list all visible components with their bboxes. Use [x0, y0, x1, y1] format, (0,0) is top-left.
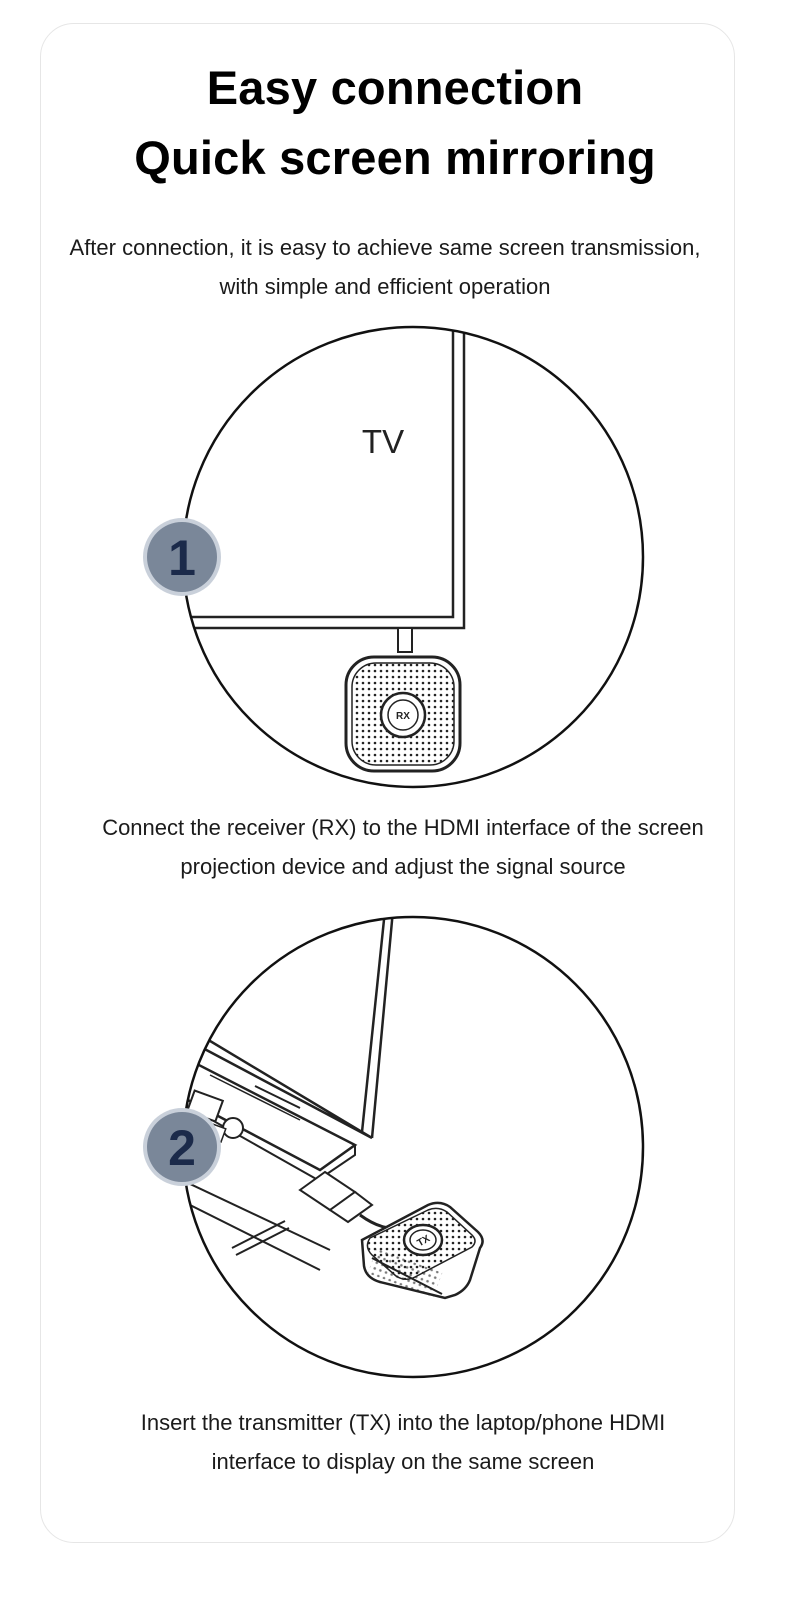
heading-line-1: Easy connection — [206, 61, 584, 114]
step2-circle-frame — [181, 915, 645, 1379]
step2-illustration: TX 2 — [143, 915, 645, 1379]
step1-number-badge: 1 — [143, 518, 221, 596]
step1-line-2: projection device and adjust the signal … — [180, 854, 626, 879]
intro-text: After connection, it is easy to achieve … — [30, 228, 740, 306]
tv-label: TV — [362, 423, 404, 460]
rx-receiver-device: RX — [344, 655, 462, 773]
step1-description: Connect the receiver (RX) to the HDMI in… — [40, 808, 766, 886]
step2-number-badge: 2 — [143, 1108, 221, 1186]
step1-line-1: Connect the receiver (RX) to the HDMI in… — [102, 815, 704, 840]
content-card — [40, 23, 735, 1543]
intro-line-1: After connection, it is easy to achieve … — [69, 235, 701, 260]
step2-line-2: interface to display on the same screen — [211, 1449, 595, 1474]
step1-illustration: TV RX 1 — [143, 325, 645, 789]
step1-number: 1 — [168, 530, 196, 586]
hdmi-plug — [298, 1170, 393, 1230]
tv-scene: TV RX — [183, 327, 466, 773]
step2-description: Insert the transmitter (TX) into the lap… — [40, 1403, 766, 1481]
step2-line-1: Insert the transmitter (TX) into the lap… — [140, 1410, 666, 1435]
tx-transmitter-device: TX — [360, 1201, 484, 1300]
intro-line-2: with simple and efficient operation — [219, 274, 551, 299]
heading-line-2: Quick screen mirroring — [134, 131, 656, 184]
rx-label: RX — [396, 711, 410, 722]
laptop-scene: TX — [183, 917, 484, 1300]
step2-number: 2 — [168, 1120, 196, 1176]
